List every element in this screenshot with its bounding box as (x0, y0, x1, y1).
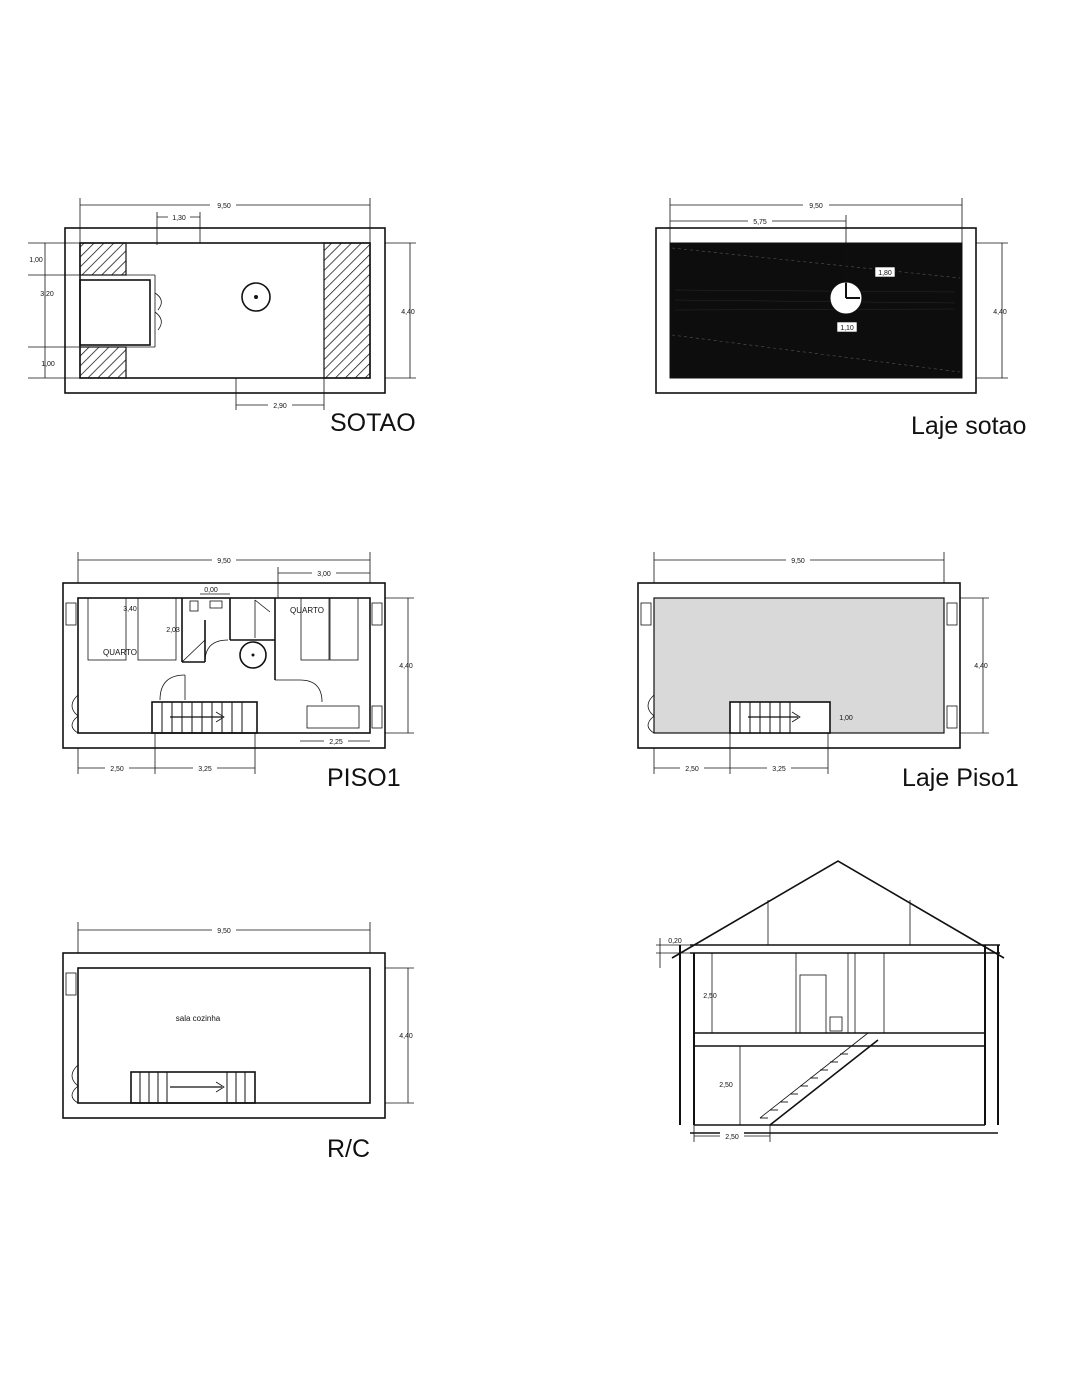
sotao-dim-stair: 2,90 (273, 403, 287, 410)
sotao-stair-void (79, 279, 151, 346)
laje-sotao-dim-height: 4,40 (993, 309, 1007, 316)
sotao-hatch-top-left (79, 242, 127, 276)
sotao-column-center (254, 295, 258, 299)
laje-piso1-dim-bottom-b: 3,25 (772, 766, 786, 773)
plan-laje-sotao: 1,80 1,10 9,50 5,75 4,40 Laje sotao (655, 198, 1026, 440)
laje-sotao-outer (655, 227, 977, 394)
sotao-dim-offset: 1,30 (172, 215, 186, 222)
laje-sotao-slab (669, 242, 963, 379)
sotao-dim-width: 9,50 (217, 203, 231, 210)
laje-sotao-dim-b: 1,10 (840, 325, 854, 332)
sotao-dim-bottom: 1,00 (41, 361, 55, 368)
sotao-dim-height: 4,40 (401, 309, 415, 316)
sotao-column (241, 282, 271, 312)
title-rc: R/C (327, 1135, 370, 1163)
sotao-hatch-bottom-left (79, 346, 127, 379)
rc-stair (130, 1071, 256, 1104)
rc-outer-wall (62, 952, 386, 1119)
title-piso1: PISO1 (327, 764, 401, 792)
rc-inner-wall (77, 967, 371, 1104)
piso1-dim-bottom-a: 2,50 (110, 766, 124, 773)
laje-piso1-dim-bottom-a: 2,50 (685, 766, 699, 773)
laje-sotao-dim-offset: 5,75 (753, 219, 767, 226)
piso1-stair (151, 701, 258, 734)
sotao-dim-top: 1,00 (29, 257, 43, 264)
sotao-outer-wall (64, 227, 386, 394)
piso1-dim-height: 4,40 (399, 663, 413, 670)
section-stair (769, 1039, 879, 1126)
laje-sotao-dim-a: 1,80 (878, 270, 892, 277)
section-dim-slab: 0,20 (668, 938, 682, 945)
rc-dim-height: 4,40 (399, 1033, 413, 1040)
piso1-dim-right: 3,00 (317, 571, 331, 578)
laje-sotao-dim-width: 9,50 (809, 203, 823, 210)
section-dim-lower: 2,50 (719, 1082, 733, 1089)
piso1-dim-room: 3,40 (123, 606, 137, 613)
plan-piso1: QUARTO QUARTO 3,40 2,03 0,00 9,50 3,00 4… (62, 552, 414, 792)
plan-laje-piso1: 1,00 9,50 4,40 2,50 3,25 Laje Piso1 (637, 552, 1019, 792)
piso1-room-right: QUARTO (290, 606, 324, 615)
title-laje-piso1: Laje Piso1 (902, 764, 1019, 792)
piso1-room-left: QUARTO (103, 648, 137, 657)
section-roof (671, 860, 1005, 959)
piso1-dim-zero: 0,00 (204, 587, 218, 594)
piso1-dim-width: 9,50 (217, 558, 231, 565)
title-sotao: SOTAO (330, 409, 416, 437)
plan-rc: sala cozinha 9,50 4,40 R/C (62, 922, 414, 1163)
section-dim-base: 2,50 (725, 1134, 739, 1141)
laje-piso1-dim-width: 9,50 (791, 558, 805, 565)
laje-piso1-outer (637, 582, 961, 749)
laje-piso1-dim-height: 4,40 (974, 663, 988, 670)
piso1-outer-wall (62, 582, 386, 749)
piso1-inner-wall (77, 597, 371, 734)
piso1-dim-bath: 2,25 (329, 739, 343, 746)
sotao-hatch-right (323, 242, 371, 379)
plan-sotao: 9,50 1,30 1,00 3,20 1,00 4,40 2,90 SOTAO (28, 198, 416, 437)
section-dim-upper: 2,50 (703, 993, 717, 1000)
title-laje-sotao: Laje sotao (911, 412, 1026, 440)
piso1-column (239, 641, 267, 669)
building-section: 0,20 2,50 2,50 2,50 (656, 860, 1005, 1142)
piso1-dim-bottom-b: 3,25 (198, 766, 212, 773)
rc-room: sala cozinha (176, 1014, 221, 1023)
rc-dim-width: 9,50 (217, 928, 231, 935)
section-door (799, 974, 827, 1034)
sotao-dim-mid: 3,20 (40, 291, 54, 298)
laje-piso1-dim-opening: 1,00 (839, 715, 853, 722)
piso1-dim-hall: 2,03 (166, 627, 180, 634)
